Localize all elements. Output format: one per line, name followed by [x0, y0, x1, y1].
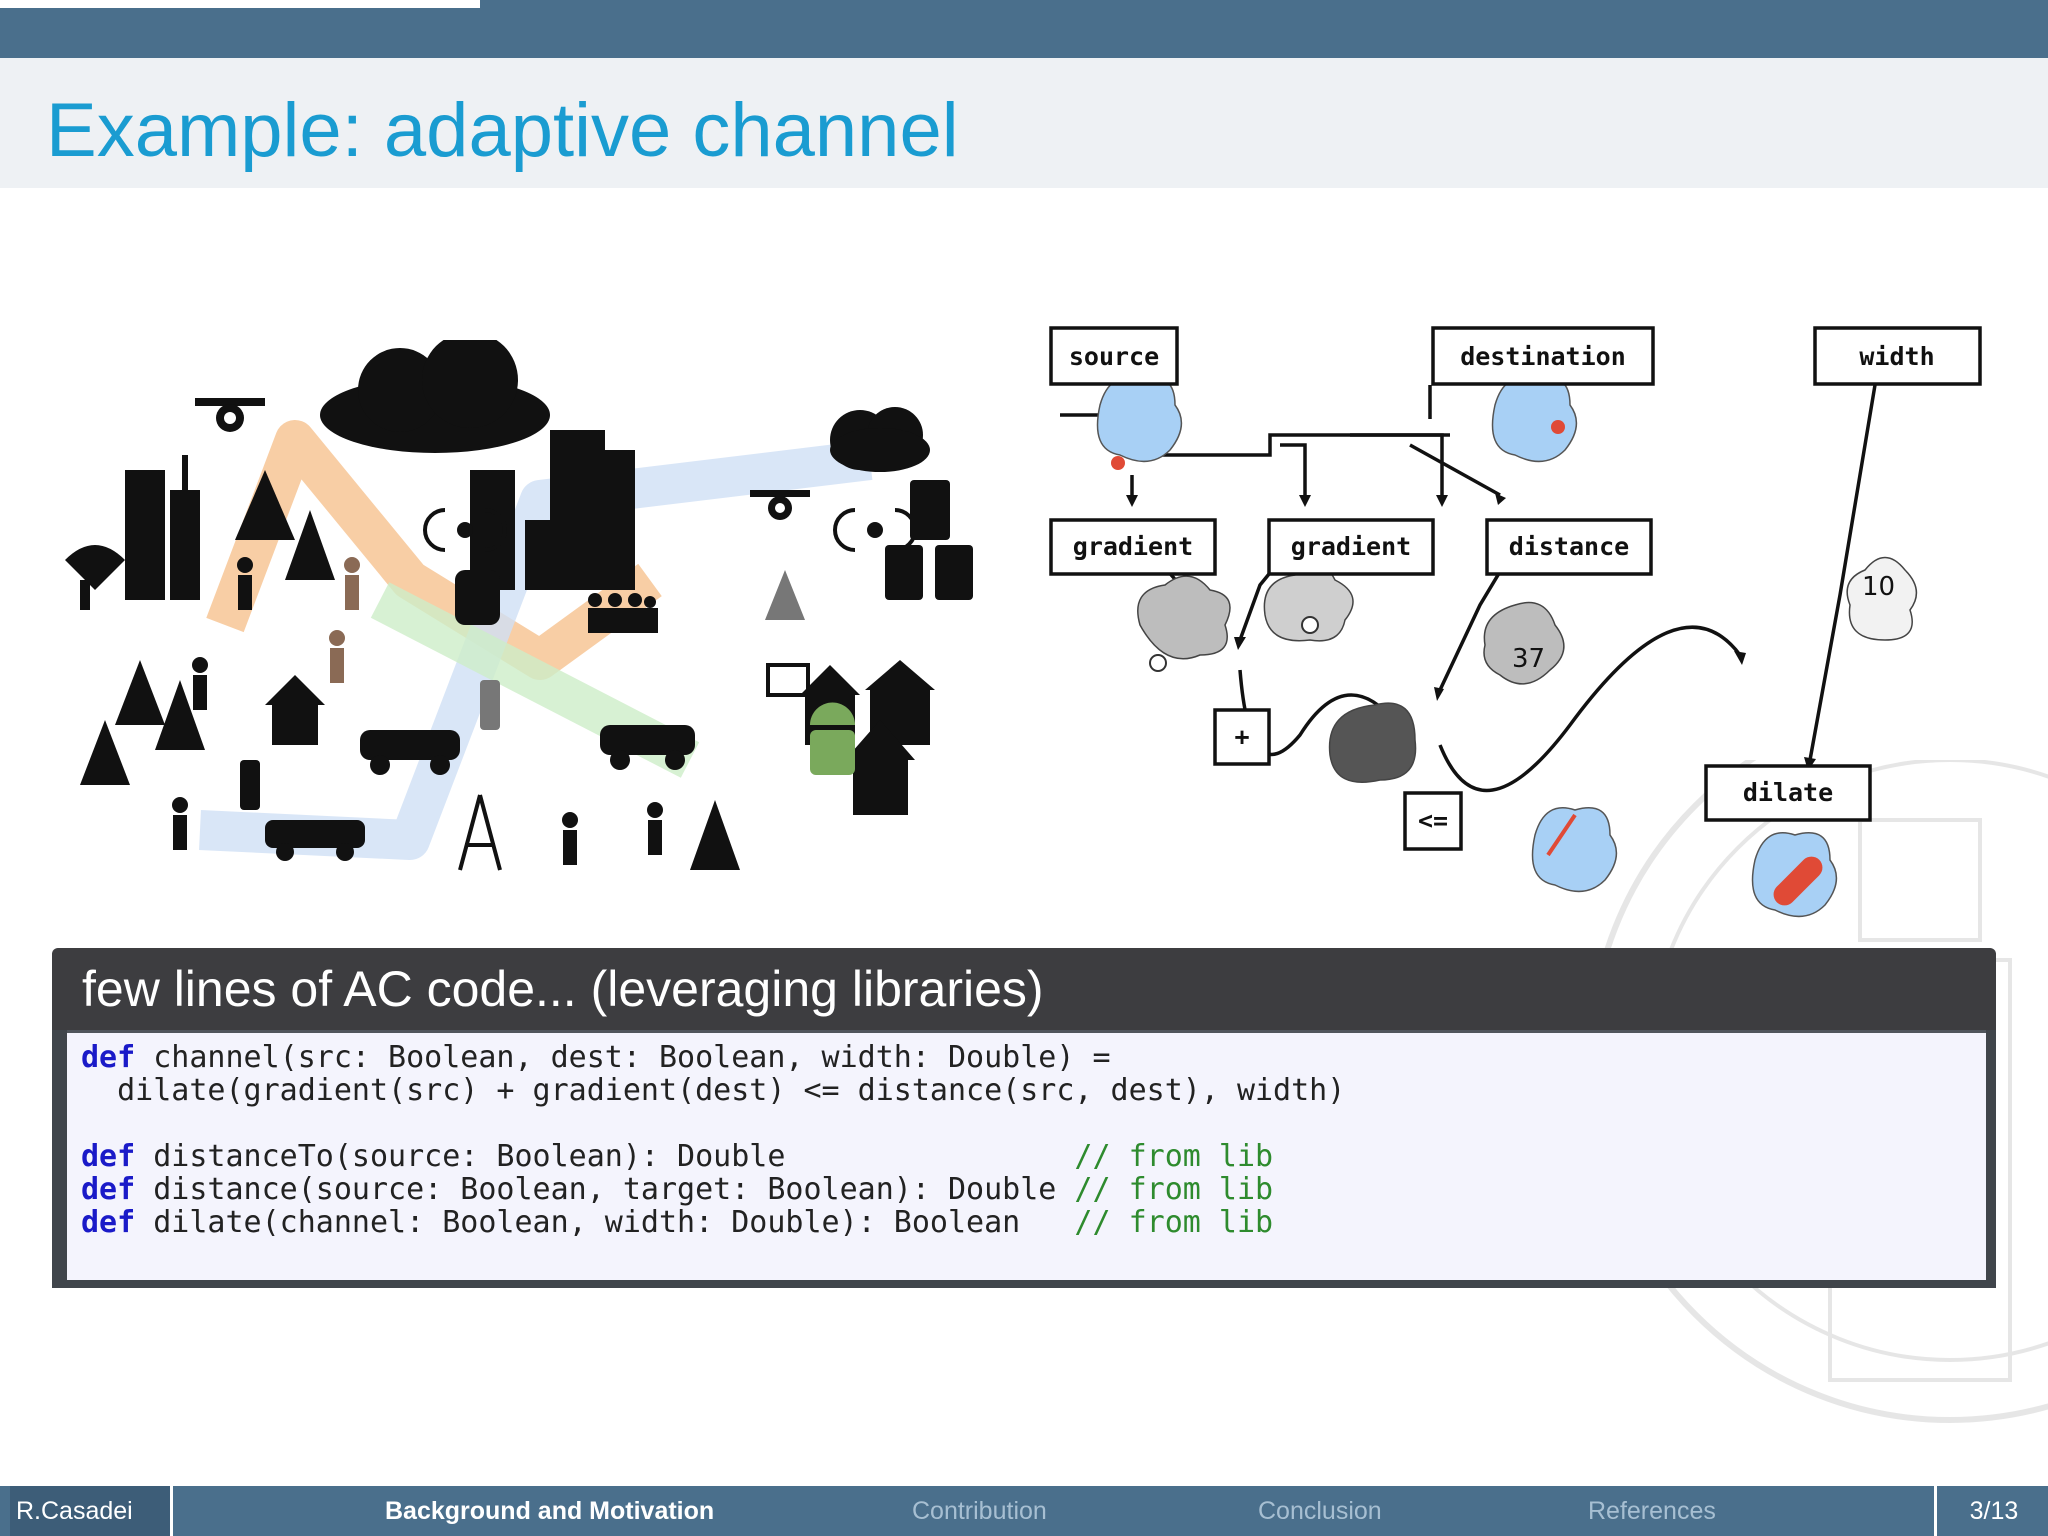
- field-blob-icon: [1096, 377, 1838, 918]
- code-keyword: def: [81, 1139, 136, 1174]
- footer-nav-background-and-motivation[interactable]: Background and Motivation: [385, 1497, 715, 1525]
- code-text: channel(src: Boolean, dest: Boolean, wid…: [135, 1040, 1111, 1075]
- destination-box: destination: [1431, 326, 1655, 386]
- gear-blob-icon: [1137, 556, 1918, 783]
- page-number: 3/13: [1969, 1497, 2019, 1525]
- code-line: def dilate(channel: Boolean, width: Doub…: [81, 1206, 1986, 1239]
- code-block-header: few lines of AC code... (leveraging libr…: [52, 948, 1996, 1030]
- person-icon: [329, 557, 360, 683]
- code-keyword: def: [81, 1172, 136, 1207]
- source-box: source: [1049, 326, 1179, 386]
- code-comment: // from lib: [1074, 1172, 1274, 1207]
- cloud-icon: [320, 340, 930, 472]
- code-listing: def channel(src: Boolean, dest: Boolean,…: [67, 1030, 1986, 1280]
- satellite-dish-icon: [65, 545, 125, 610]
- footer-divider: [170, 1486, 173, 1536]
- width-box: width: [1813, 326, 1982, 386]
- drone-icon: [195, 398, 810, 520]
- robot-icon: [455, 570, 500, 625]
- person-icon: [172, 557, 663, 865]
- svg-text:gradient: gradient: [1073, 532, 1193, 561]
- gradient-box-left: gradient: [1049, 518, 1217, 576]
- svg-text:gradient: gradient: [1291, 532, 1411, 561]
- footer-divider: [1934, 1486, 1937, 1536]
- building-icon: [125, 430, 635, 600]
- progress-indicator: [0, 0, 480, 8]
- distance-value: 37: [1512, 644, 1545, 674]
- car-icon: [265, 725, 695, 861]
- svg-text:<=: <=: [1418, 806, 1448, 835]
- footer-bar: R.Casadei Background and Motivation Cont…: [0, 1486, 2048, 1536]
- leq-box: <=: [1403, 791, 1463, 851]
- code-text: distance(source: Boolean, target: Boolea…: [135, 1172, 1075, 1207]
- footer-nav-contribution[interactable]: Contribution: [912, 1497, 1047, 1525]
- svg-text:source: source: [1069, 342, 1159, 371]
- monitor-icon: [766, 663, 810, 697]
- code-comment: // from lib: [1074, 1205, 1274, 1240]
- code-keyword: def: [81, 1040, 136, 1075]
- code-line: def channel(src: Boolean, dest: Boolean,…: [81, 1041, 1986, 1074]
- top-progress-bar: [0, 0, 2048, 58]
- svg-text:dilate: dilate: [1743, 778, 1833, 807]
- server-icon: [885, 480, 973, 600]
- code-block: few lines of AC code... (leveraging libr…: [52, 948, 1996, 1288]
- code-line: def distance(source: Boolean, target: Bo…: [81, 1173, 1986, 1206]
- code-text: dilate(channel: Boolean, width: Double):…: [135, 1205, 1075, 1240]
- slide-title: Example: adaptive channel: [46, 88, 959, 173]
- dilate-box: dilate: [1704, 764, 1872, 822]
- distance-box: distance: [1485, 518, 1653, 576]
- code-line: def distanceTo(source: Boolean): Double …: [81, 1140, 1986, 1173]
- plus-box: +: [1213, 708, 1271, 766]
- footer-author: R.Casadei: [10, 1486, 170, 1536]
- scenario-illustration: [65, 340, 973, 871]
- footer-nav-conclusion[interactable]: Conclusion: [1258, 1497, 1382, 1525]
- tree-icon: [80, 470, 740, 870]
- width-value: 10: [1862, 572, 1895, 602]
- svg-text:destination: destination: [1460, 342, 1626, 371]
- code-text: dilate(gradient(src) + gradient(dest) <=…: [81, 1073, 1346, 1108]
- svg-text:+: +: [1234, 722, 1249, 751]
- code-block-body: def channel(src: Boolean, dest: Boolean,…: [52, 1030, 1996, 1288]
- title-band: [0, 58, 2048, 188]
- svg-text:distance: distance: [1509, 532, 1629, 561]
- gradient-box-right: gradient: [1267, 518, 1435, 576]
- code-line: dilate(gradient(src) + gradient(dest) <=…: [81, 1074, 1986, 1107]
- code-keyword: def: [81, 1205, 136, 1240]
- code-text: distanceTo(source: Boolean): Double: [135, 1139, 1075, 1174]
- footer-nav-references[interactable]: References: [1588, 1497, 1716, 1525]
- svg-text:width: width: [1859, 342, 1934, 371]
- android-icon: [810, 702, 855, 775]
- traffic-light-icon: [240, 680, 500, 810]
- aggregate-diagram: 37 10 source destination width gradient …: [1049, 326, 1982, 918]
- code-comment: // from lib: [1074, 1139, 1274, 1174]
